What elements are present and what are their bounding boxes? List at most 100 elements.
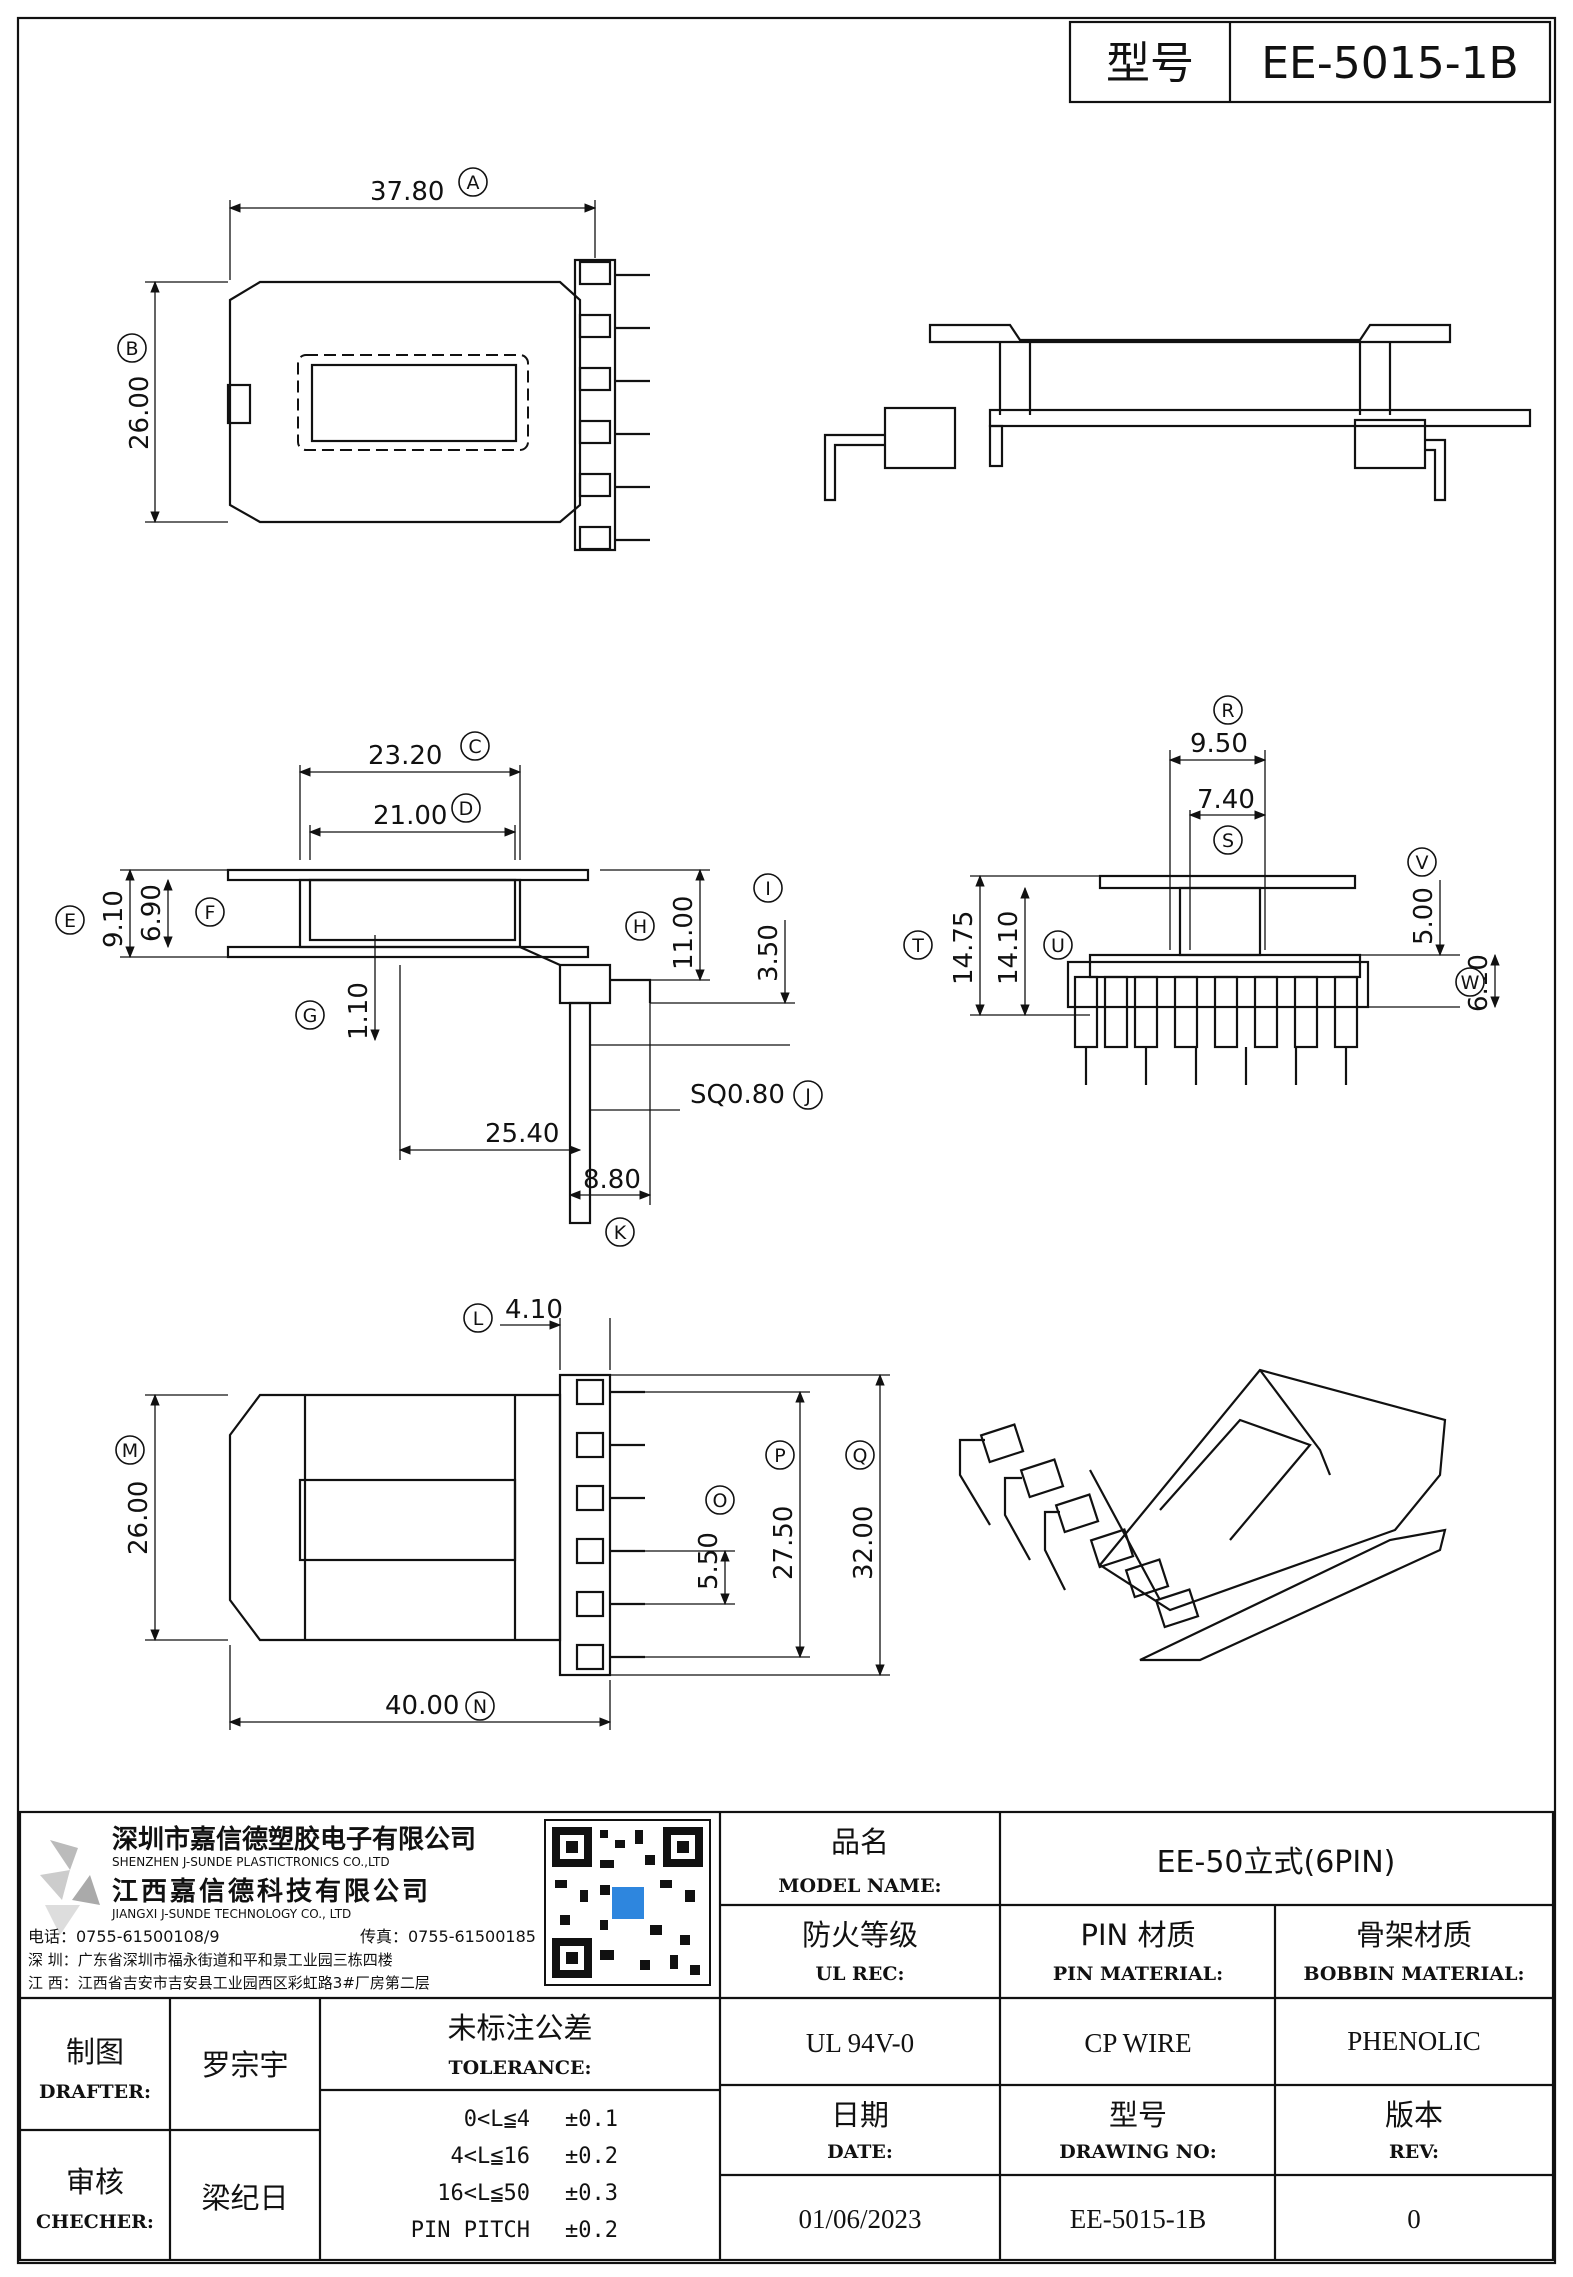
company-logo xyxy=(40,1840,100,1935)
tolerance-cn: 未标注公差 xyxy=(447,2011,592,2045)
company-name-sz: 深圳市嘉信德塑胶电子有限公司 xyxy=(112,1824,476,1855)
bottom-view: 4.10 L 26.00 M 40.00 N 5.50 O 27.50 P xyxy=(115,1295,890,1730)
dim-p-letter: P xyxy=(774,1445,785,1467)
end-view: 9.50 R 7.40 S 14.75 T 14.10 U 5.00 V 6.1… xyxy=(903,695,1500,1085)
dim-t-value: 14.75 xyxy=(949,911,979,985)
dim-p-value: 27.50 xyxy=(769,1506,799,1580)
dim-b-value: 26.00 xyxy=(125,376,155,450)
company-name-jx-en: JIANGXI J-SUNDE TECHNOLOGY CO., LTD xyxy=(111,1907,351,1921)
rev-cn: 版本 xyxy=(1385,2098,1443,2132)
header-model-value: EE-5015-1B xyxy=(1261,38,1519,89)
sheet-border xyxy=(16,16,1557,2265)
rev-value: 0 xyxy=(1407,2204,1421,2234)
dim-a-letter: A xyxy=(467,172,480,194)
pin-material-en: PIN MATERIAL: xyxy=(1053,1963,1223,1985)
header-model-label: 型号 xyxy=(1106,38,1194,89)
dim-r-value: 9.50 xyxy=(1190,729,1248,759)
dim-l-letter: L xyxy=(473,1308,484,1330)
dim-l-value: 4.10 xyxy=(505,1295,563,1325)
dim-c-letter: C xyxy=(468,736,481,758)
dim-f-letter: F xyxy=(205,902,216,924)
dim-u-value: 14.10 xyxy=(994,911,1024,985)
drawing-no-en: DRAWING NO: xyxy=(1059,2141,1216,2163)
bobbin-material-value: PHENOLIC xyxy=(1347,2026,1481,2056)
model-name-cn: 品名 xyxy=(831,1825,889,1859)
dim-25-40-value: 25.40 xyxy=(485,1119,559,1149)
dim-h-letter: H xyxy=(633,916,647,938)
dim-k-letter: K xyxy=(614,1222,627,1244)
front-view: 23.20 C 21.00 D 9.10 E 6.90 F 1.10 G 11.… xyxy=(55,731,823,1247)
bobbin-material-en: BOBBIN MATERIAL: xyxy=(1303,1963,1524,1985)
company-address-jx: 江 西：江西省吉安市吉安县工业园西区彩虹路3#厂房第二层 xyxy=(28,1974,430,1992)
rev-en: REV: xyxy=(1389,2141,1439,2163)
dim-h-value: 11.00 xyxy=(669,896,699,970)
dim-f-value: 6.90 xyxy=(137,884,167,942)
dim-i-value: 3.50 xyxy=(754,924,784,982)
drafter-value: 罗宗宇 xyxy=(201,2048,288,2082)
isometric-view xyxy=(958,1368,1447,1662)
date-value: 01/06/2023 xyxy=(798,2204,921,2234)
company-name-sz-en: SHENZHEN J-SUNDE PLASTICTRONICS CO.,LTD xyxy=(112,1855,390,1869)
checker-en: CHECHER: xyxy=(36,2211,154,2233)
dim-t-letter: T xyxy=(911,935,924,957)
tolerance-value-1: ±0.1 xyxy=(565,2107,618,2132)
drawing-no-cn: 型号 xyxy=(1109,2098,1167,2132)
tolerance-value-4: ±0.2 xyxy=(565,2218,618,2243)
tolerance-range-4: PIN PITCH xyxy=(411,2218,530,2243)
title-block: 深圳市嘉信德塑胶电子有限公司 SHENZHEN J-SUNDE PLASTICT… xyxy=(18,1810,1555,2262)
pin-material-cn: PIN 材质 xyxy=(1081,1918,1196,1952)
dim-s-value: 7.40 xyxy=(1197,785,1255,815)
dim-m-value: 26.00 xyxy=(124,1481,154,1555)
dim-i-letter: I xyxy=(765,878,771,900)
dim-o-letter: O xyxy=(713,1490,728,1512)
company-phone: 电话：0755-61500108/9 xyxy=(28,1927,220,1946)
tolerance-range-3: 16<L≦50 xyxy=(437,2181,530,2206)
bobbin-material-cn: 骨架材质 xyxy=(1356,1918,1472,1952)
model-name-en: MODEL NAME: xyxy=(778,1875,941,1897)
dim-q-value: 32.00 xyxy=(849,1506,879,1580)
dim-g-value: 1.10 xyxy=(344,982,374,1040)
dim-a-value: 37.80 xyxy=(370,177,444,207)
checker-value: 梁纪日 xyxy=(201,2181,288,2215)
date-en: DATE: xyxy=(827,2141,893,2163)
dim-k-value: 8.80 xyxy=(583,1165,641,1195)
dim-d-value: 21.00 xyxy=(373,801,447,831)
dim-d-letter: D xyxy=(459,798,474,820)
dim-j-value: SQ0.80 xyxy=(690,1080,785,1110)
dim-g-letter: G xyxy=(303,1005,318,1027)
dim-w-letter: W xyxy=(1461,972,1480,994)
dim-u-letter: U xyxy=(1051,935,1065,957)
dim-n-letter: N xyxy=(473,1696,487,1718)
dim-s-letter: S xyxy=(1222,830,1234,852)
tolerance-en: TOLERANCE: xyxy=(448,2057,591,2079)
dim-n-value: 40.00 xyxy=(385,1691,459,1721)
dim-r-letter: R xyxy=(1221,700,1234,722)
qr-code xyxy=(544,1819,711,1986)
company-fax: 传真：0755-61500185 xyxy=(360,1927,536,1946)
dim-e-value: 9.10 xyxy=(99,890,129,948)
drawing-no-value: EE-5015-1B xyxy=(1070,2204,1206,2234)
dim-v-letter: V xyxy=(1416,852,1429,874)
dim-q-letter: Q xyxy=(853,1445,868,1467)
ul-rec-cn: 防火等级 xyxy=(802,1918,918,1952)
tolerance-value-2: ±0.2 xyxy=(565,2144,618,2169)
dim-b-letter: B xyxy=(125,338,138,360)
dim-c-value: 23.20 xyxy=(368,741,442,771)
company-name-jx: 江西嘉信德科技有限公司 xyxy=(112,1877,431,1907)
drafter-en: DRAFTER: xyxy=(39,2081,151,2103)
header-model-box: 型号 EE-5015-1B xyxy=(1068,20,1552,104)
dim-v-value: 5.00 xyxy=(1409,887,1439,945)
drafter-cn: 制图 xyxy=(66,2035,124,2069)
checker-cn: 审核 xyxy=(66,2165,124,2199)
model-name-value: EE-50立式(6PIN) xyxy=(1157,1845,1396,1880)
date-cn: 日期 xyxy=(831,2098,889,2132)
tolerance-range-2: 4<L≦16 xyxy=(451,2144,530,2169)
ul-rec-en: UL REC: xyxy=(816,1963,905,1985)
dim-m-letter: M xyxy=(122,1440,138,1462)
company-address-sz: 深 圳：广东省深圳市福永街道和平和景工业园三栋四楼 xyxy=(28,1951,393,1969)
dim-o-value: 5.50 xyxy=(694,1532,724,1590)
top-view: 37.80 A 26.00 B xyxy=(117,167,650,552)
tolerance-value-3: ±0.3 xyxy=(565,2181,618,2206)
ul-rec-value: UL 94V-0 xyxy=(806,2028,914,2058)
